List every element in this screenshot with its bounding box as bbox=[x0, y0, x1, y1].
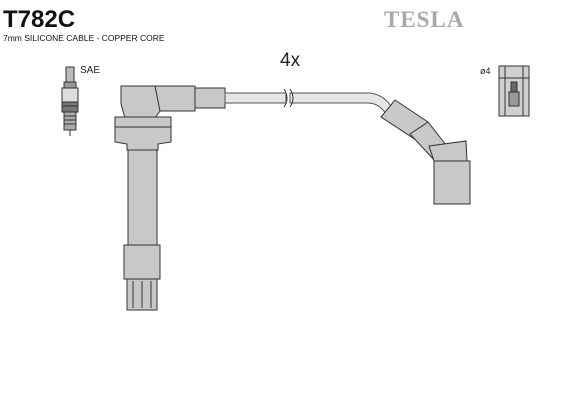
terminal-diameter-label: ø4 bbox=[480, 66, 491, 76]
spark-plug-boot bbox=[114, 85, 226, 311]
terminal-connector-icon bbox=[498, 65, 530, 117]
brand-logo-text: TESLA bbox=[384, 7, 465, 32]
spark-plug-type-label: SAE bbox=[80, 65, 101, 76]
spark-plug-icon bbox=[61, 66, 79, 136]
coil-boot bbox=[380, 99, 471, 205]
quantity-label: 4x bbox=[280, 50, 301, 71]
part-code: T782C bbox=[3, 6, 76, 33]
cable-spec: 7mm SILICONE CABLE - COPPER CORE bbox=[3, 33, 165, 43]
ignition-cable bbox=[224, 88, 393, 115]
